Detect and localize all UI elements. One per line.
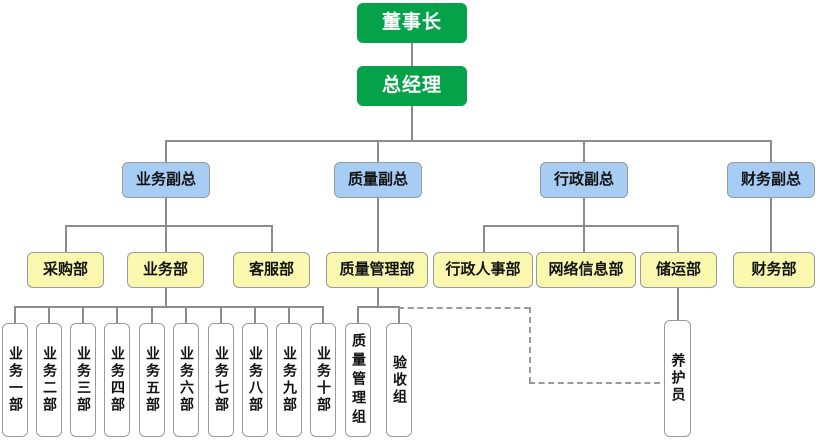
node-biz1[interactable]: 业务一部 [2,323,28,437]
node-quality-group[interactable]: 质量管理组 [345,323,371,437]
node-inspection-group-label: 验收组 [391,354,408,406]
edge-to-quality-group [357,306,359,324]
node-quality-mgmt-label: 质量管理部 [339,260,415,279]
node-vp-admin-label: 行政副总 [553,170,614,189]
node-network-info[interactable]: 网络信息部 [536,252,636,288]
node-purchasing-label: 采购部 [42,260,88,279]
node-vp-finance-label: 财务副总 [740,170,801,189]
node-storage-transport[interactable]: 储运部 [640,252,717,288]
edge-to-biz6 [185,306,187,324]
node-biz7-label: 业务七部 [213,346,230,414]
node-quality-mgmt[interactable]: 质量管理部 [326,252,428,288]
node-finance-dept[interactable]: 财务部 [733,252,815,288]
edge-dashed-maintenance-entry [529,382,660,384]
edge-bus-to-vp-admin [583,140,585,163]
node-business-dept[interactable]: 业务部 [127,252,204,288]
edge-vp-business-stem [165,197,167,226]
node-biz3[interactable]: 业务三部 [70,323,96,437]
node-customer-service-label: 客服部 [248,260,294,279]
edge-vp-admin-stem [583,197,585,226]
node-network-info-label: 网络信息部 [548,260,624,279]
node-biz7[interactable]: 业务七部 [208,323,234,437]
edge-to-biz3 [82,306,84,324]
node-chairman[interactable]: 董事长 [357,3,467,43]
node-biz2[interactable]: 业务二部 [36,323,62,437]
edge-business-dept-bus [65,225,271,227]
edge-to-biz2 [48,306,50,324]
edge-business-dept-stem [165,287,167,307]
node-biz4[interactable]: 业务四部 [104,323,130,437]
edge-to-biz8 [254,306,256,324]
edge-to-biz1 [14,306,16,324]
node-admin-hr-label: 行政人事部 [445,260,521,279]
node-biz10[interactable]: 业务十部 [310,323,336,437]
edge-chairman-gm [411,42,413,68]
edge-vp-finance-to-finance-dept [770,197,772,253]
edge-to-biz9 [288,306,290,324]
edge-to-storage-transport [677,225,679,253]
edge-vp-quality-to-quality-mgmt [377,197,379,253]
node-biz8[interactable]: 业务八部 [242,323,268,437]
edge-quality-team-bus [357,306,398,308]
node-biz8-label: 业务八部 [247,346,264,414]
edge-vp-bus [165,140,772,142]
node-business-dept-label: 业务部 [142,260,188,279]
edge-bus-to-vp-quality [377,140,379,163]
node-biz4-label: 业务四部 [109,346,126,414]
node-quality-group-label: 质量管理组 [350,332,367,428]
node-biz5-label: 业务五部 [144,346,161,414]
node-biz6[interactable]: 业务六部 [173,323,199,437]
node-biz1-label: 业务一部 [7,346,24,414]
node-general-manager-label: 总经理 [381,74,442,97]
edge-to-biz4 [116,306,118,324]
node-customer-service[interactable]: 客服部 [233,252,310,288]
node-biz9[interactable]: 业务九部 [276,323,302,437]
node-maintenance-label: 养护员 [669,353,686,404]
node-vp-finance[interactable]: 财务副总 [727,162,815,198]
node-vp-admin[interactable]: 行政副总 [540,162,628,198]
edge-gm-stem [411,105,413,141]
edge-to-purchasing [65,225,67,253]
edge-team-bus [14,306,323,308]
edge-to-customer-service [271,225,273,253]
node-general-manager[interactable]: 总经理 [357,66,467,106]
edge-dashed-quality-to-maintenance-top [398,307,530,309]
edge-to-network-info [583,225,585,253]
node-biz6-label: 业务六部 [178,346,195,414]
node-vp-business[interactable]: 业务副总 [122,162,210,198]
edge-to-biz7 [220,306,222,324]
edge-to-biz5 [151,306,153,324]
node-maintenance[interactable]: 养护员 [664,320,691,437]
edge-to-inspection-group [398,306,400,324]
edge-bus-to-vp-business [165,140,167,163]
node-biz10-label: 业务十部 [315,346,332,414]
node-vp-business-label: 业务副总 [135,170,196,189]
edge-storage-to-maintenance [677,287,679,320]
node-vp-quality-label: 质量副总 [347,170,408,189]
edge-to-admin-hr [483,225,485,253]
node-inspection-group[interactable]: 验收组 [386,323,412,437]
node-finance-dept-label: 财务部 [751,260,797,279]
edge-dashed-maintenance-vertical [529,307,531,383]
node-chairman-label: 董事长 [381,11,442,34]
edge-bus-to-vp-finance [770,140,772,163]
node-biz5[interactable]: 业务五部 [139,323,165,437]
edge-to-business-dept [165,225,167,253]
node-admin-hr[interactable]: 行政人事部 [433,252,533,288]
edge-to-biz10 [322,306,324,324]
node-vp-quality[interactable]: 质量副总 [334,162,422,198]
node-storage-transport-label: 储运部 [655,260,701,279]
node-biz3-label: 业务三部 [75,346,92,414]
edge-admin-dept-bus [483,225,677,227]
node-biz9-label: 业务九部 [281,346,298,414]
edge-quality-mgmt-stem [377,287,379,307]
node-purchasing[interactable]: 采购部 [27,252,104,288]
node-biz2-label: 业务二部 [41,346,58,414]
